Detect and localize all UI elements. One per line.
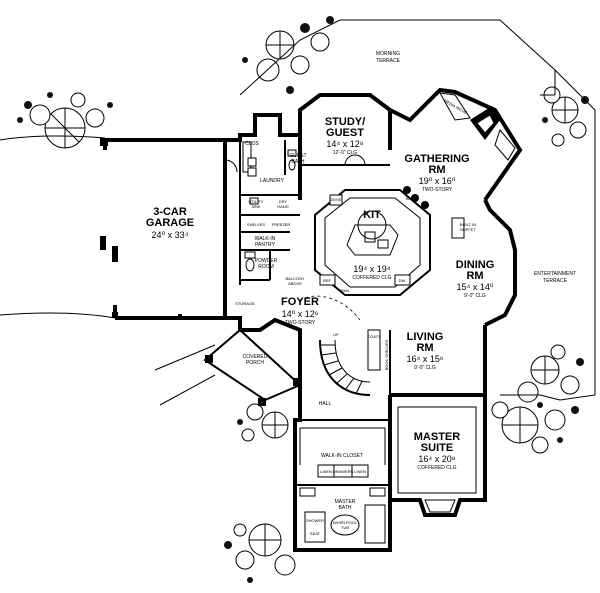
landscaping [17, 16, 589, 583]
study-guest: STUDY/ GUEST 14⁴ x 12⁸ 12'-0" CLG [298, 93, 392, 200]
powder-room-label-1: POWDER [255, 258, 278, 264]
living-ceiling-note: 9'-0" CLG [414, 365, 436, 371]
gathering-dimensions: 19⁰ x 16⁰ [419, 176, 456, 186]
dining-ceiling-note: 9'-0" CLG [464, 293, 486, 299]
covered-porch-label-1: COVERED [243, 354, 268, 360]
master-bath-label-2: BATH [339, 505, 352, 511]
storage-label: STORAGE [235, 301, 255, 306]
master-name-line2: SUITE [421, 442, 453, 454]
master-name-line1: MASTER [414, 431, 461, 443]
master-suite: MASTER SUITE 16⁴ x 20⁸ COFFERED CLG [390, 395, 487, 517]
utility-label: UTILITY [249, 199, 264, 204]
foyer-dimensions: 14⁰ x 12⁶ [282, 309, 319, 319]
covered-porch-label-2: PORCH [246, 360, 264, 366]
tree-cluster-right-lower [517, 344, 584, 408]
tree-cluster-top-left [242, 16, 334, 94]
powder-room-label-2: ROOM [258, 264, 274, 270]
guest-bath-label-2: BATH [292, 159, 305, 165]
built-in-label-1: BUILT-IN [460, 222, 476, 227]
tree-cluster-left [17, 92, 113, 149]
kitchen: KIT 19⁴ x 19⁴ COFFERED CLG DESK REF PAN … [314, 189, 431, 296]
drawers-label: DRAWERS [333, 469, 354, 474]
hall-label: HALL [319, 401, 332, 407]
morning-terrace-label-2: TERRACE [376, 58, 401, 64]
hang-label: HANG [277, 204, 289, 209]
tree-cluster-bottom-right [491, 401, 579, 454]
pantry-label: PAN [341, 288, 349, 293]
study-name-line2: GUEST [326, 127, 364, 139]
covered-porch: COVERED PORCH [203, 328, 302, 406]
shower-label: SHOWER [306, 518, 324, 523]
master-dimensions: 16⁴ x 20⁸ [418, 454, 455, 464]
seat-label: SEAT [310, 531, 321, 536]
garage-name-line2: GARAGE [146, 217, 194, 229]
tree-cluster-right-upper [542, 86, 589, 147]
linen-label-2: LINEN [354, 469, 366, 474]
gathering-name-line2: RM [428, 164, 445, 176]
walk-in-closet-label: WALK-IN CLOSET [321, 453, 363, 459]
balcony-label-2: ABOVE [288, 281, 302, 286]
garage-dimensions: 24⁰ x 33⁴ [152, 230, 189, 240]
walk-in-pantry-label-2: PANTRY [255, 242, 275, 248]
kitchen-dimensions: 19⁴ x 19⁴ [353, 264, 390, 274]
stair-and-hall: UP COATS BOOK SHELVES HALL [319, 329, 389, 407]
living-name-line2: RM [416, 342, 433, 354]
study-name-line1: STUDY/ [325, 116, 365, 128]
garage-name-line1: 3-CAR [153, 206, 187, 218]
foyer-ceiling-note: TWO-STORY [285, 320, 316, 326]
walk-in-pantry-label-1: WALK-IN [255, 236, 276, 242]
kitchen-ceiling-note: COFFERED CLG [352, 275, 391, 281]
foyer: FOYER 14⁰ x 12⁶ TWO-STORY [225, 295, 361, 385]
dw-label: DW [399, 278, 406, 283]
morning-terrace-label-1: MORNING [376, 51, 400, 57]
kitchen-name: KIT [363, 209, 381, 221]
master-ceiling-note: COFFERED CLG [417, 465, 456, 471]
bar-label: BAR [406, 196, 414, 201]
living-name-line1: LIVING [407, 331, 444, 343]
whirlpool-label-1: WHIRLPOOL [333, 520, 358, 525]
dry-label: DRY [279, 199, 288, 204]
closet-and-bath: WALK-IN CLOSET LINEN DRAWERS LINEN MASTE… [293, 385, 392, 552]
service-wing: CLOS LAUNDRY GUEST BATH UTILITY SINK DRY… [225, 113, 307, 306]
study-dimensions: 14⁴ x 12⁸ [326, 139, 363, 149]
up-label: UP [333, 332, 339, 337]
laundry-label: LAUNDRY [260, 178, 284, 184]
entertainment-terrace-label-2: TERRACE [543, 278, 568, 284]
freezer-label: FREEZER [272, 222, 291, 227]
dining-name-line1: DINING [456, 259, 495, 271]
desk-label: DESK [331, 197, 342, 202]
living-dimensions: 16⁴ x 15⁶ [406, 354, 443, 364]
dining-dimensions: 15⁴ x 14⁰ [457, 282, 494, 292]
closet-label: CLOS [245, 141, 259, 147]
terrace-outlines [0, 19, 596, 406]
book-shelves-label: BOOK SHELVES [384, 339, 389, 370]
study-ceiling-note: 12'-0" CLG [333, 150, 358, 156]
dining-room: BUILT-IN BUFFET DINING RM 15⁴ x 14⁰ 9'-0… [451, 199, 576, 327]
gathering-ceiling-note: TWO-STORY [422, 187, 453, 193]
living-room: LIVING RM 16⁴ x 15⁶ 9'-0" CLG [389, 325, 487, 397]
balcony-label-1: BALCONY [285, 276, 304, 281]
dining-name-line2: RM [466, 270, 483, 282]
gathering-name-line1: GATHERING [404, 153, 469, 165]
guest-bath-label-1: GUEST [289, 153, 306, 159]
whirlpool-label-2: TUB [341, 525, 349, 530]
coats-label: COATS [367, 334, 381, 339]
entertainment-terrace-label-1: ENTERTAINMENT [534, 271, 576, 277]
master-bath-label-1: MASTER [335, 499, 356, 505]
garage: 3-CAR GARAGE 24⁰ x 33⁴ [100, 138, 238, 320]
linen-label-1: LINEN [320, 469, 332, 474]
tree-cluster-left-lower [237, 403, 289, 442]
built-in-label-2: BUFFET [460, 227, 476, 232]
gathering-room: MEDIA NICHE GATHERING RM 19⁰ x 16⁰ TWO-S… [389, 87, 523, 209]
shelves-label: SHELVES [247, 222, 265, 227]
tree-cluster-bottom-left [224, 523, 296, 583]
foyer-name: FOYER [281, 296, 319, 308]
sink-label: SINK [251, 204, 261, 209]
ref-label: REF [323, 278, 332, 283]
